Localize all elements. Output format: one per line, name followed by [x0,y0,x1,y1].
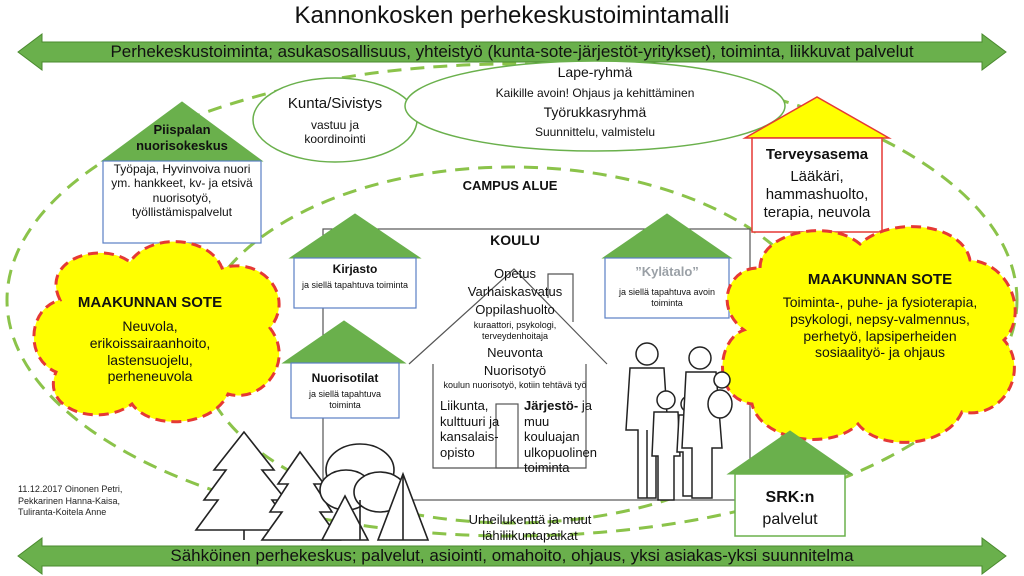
kunta-text: vastuu ja koordinointi [290,118,380,147]
center-opetus: Opetus [460,266,570,282]
tyorukkas-text: Suunnittelu, valmistelu [490,125,700,139]
koulu-title: KOULU [460,232,570,249]
lape-title: Lape-ryhmä [490,64,700,81]
nuorisotilat-title: Nuorisotilat [291,371,399,385]
terveysasema-text: Lääkäri, hammashuolto, terapia, neuvola [758,168,876,222]
terveysasema-title: Terveysasema [752,146,882,164]
sote-right-text: Toiminta-, puhe- ja fysioterapia, psykol… [770,294,990,361]
credit-line-2: Pekkarinen Hanna-Kaisa, [18,496,122,508]
piispala-text: Työpaja, Hyvinvoiva nuori ym. hankkeet, … [106,162,258,220]
page-title: Kannonkosken perhekeskustoimintamalli [0,2,1024,31]
bottom-band-text: Sähköinen perhekeskus; palvelut, asioint… [0,546,1024,566]
srk-text: palvelut [735,510,845,529]
credit-line-3: Tuliranta-Koitela Anne [18,507,122,519]
kylatalo-text: ja siellä tapahtuva avoin toiminta [608,287,726,309]
kirjasto-text: ja siellä tapahtuva toiminta [300,280,410,291]
center-jarjesto: Järjestö- ja muu kouluajan ulkopuolinen … [524,398,602,476]
kylatalo-title: ”Kylätalo” [605,264,729,280]
tyorukkas-title: Työrukkasryhmä [490,104,700,121]
center-jarjesto-bold: Järjestö- [524,398,578,413]
center-nuorisotyo-sub: koulun nuorisotyö, kotiin tehtävä työ [428,380,602,391]
nuorisotilat-text: ja siellä tapahtuva toiminta [296,389,394,411]
center-oppilas-sub: kuraattori, psykologi, terveydenhoitaja [462,320,568,342]
urheilu-text: Urheilukenttä ja muut lähiliikuntapaikat [450,512,610,543]
center-liikunta: Liikunta, kulttuuri ja kansalais-opisto [440,398,510,460]
srk-title: SRK:n [735,488,845,507]
campus-title: CAMPUS ALUE [420,178,600,194]
kunta-title: Kunta/Sivistys [265,95,405,113]
sote-left-title: MAAKUNNAN SOTE [50,294,250,312]
credit-text: 11.12.2017 Oinonen Petri, Pekkarinen Han… [18,484,122,519]
top-band-text: Perhekeskustoiminta; asukasosallisuus, y… [0,42,1024,62]
sote-left-text: Neuvola, erikoissairaanhoito, lastensuoj… [70,318,230,385]
credit-line-1: 11.12.2017 Oinonen Petri, [18,484,122,496]
center-neuvonta: Neuvonta [460,345,570,361]
center-oppilas: Oppilashuolto [450,302,580,318]
center-nuorisotyo: Nuorisotyö [460,363,570,379]
lape-text: Kaikille avoin! Ohjaus ja kehittäminen [440,86,750,100]
kirjasto-title: Kirjasto [294,262,416,276]
sote-right-title: MAAKUNNAN SOTE [770,271,990,289]
center-varhais: Varhaiskasvatus [450,284,580,300]
piispala-title: Piispalan nuorisokeskus [122,122,242,153]
